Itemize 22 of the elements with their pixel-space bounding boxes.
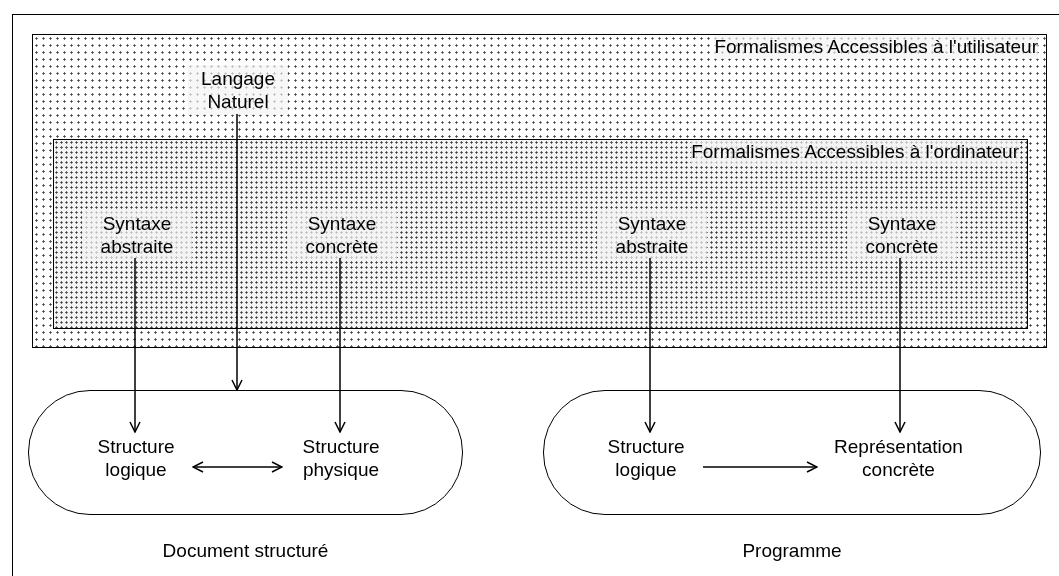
arrow [644, 257, 656, 433]
node-label: Structure logique [96, 435, 176, 482]
node-label: Syntaxe concrète [287, 210, 397, 260]
arrow [192, 461, 283, 473]
node-label: Structure logique [606, 435, 686, 482]
node-label: Programme [741, 539, 843, 563]
node-label: Syntaxe abstraite [82, 210, 192, 260]
arrow [231, 113, 243, 391]
node-label: Syntaxe abstraite [597, 210, 707, 260]
node-label: Langage Naturel [188, 65, 288, 115]
region-box [32, 34, 1047, 348]
node-label: Document structuré [161, 539, 330, 563]
arrow [702, 461, 818, 473]
node-label: Structure physique [301, 435, 381, 482]
node-label: Représentation concrète [833, 435, 964, 482]
arrow [894, 257, 906, 433]
region-title: Formalismes Accessibles à l'utilisateur [714, 35, 1038, 59]
region-title: Formalismes Accessibles à l'ordinateur [691, 140, 1019, 164]
arrow [129, 257, 141, 433]
region-box [53, 139, 1028, 329]
node-label: Syntaxe concrète [847, 210, 957, 260]
arrow [334, 257, 346, 433]
